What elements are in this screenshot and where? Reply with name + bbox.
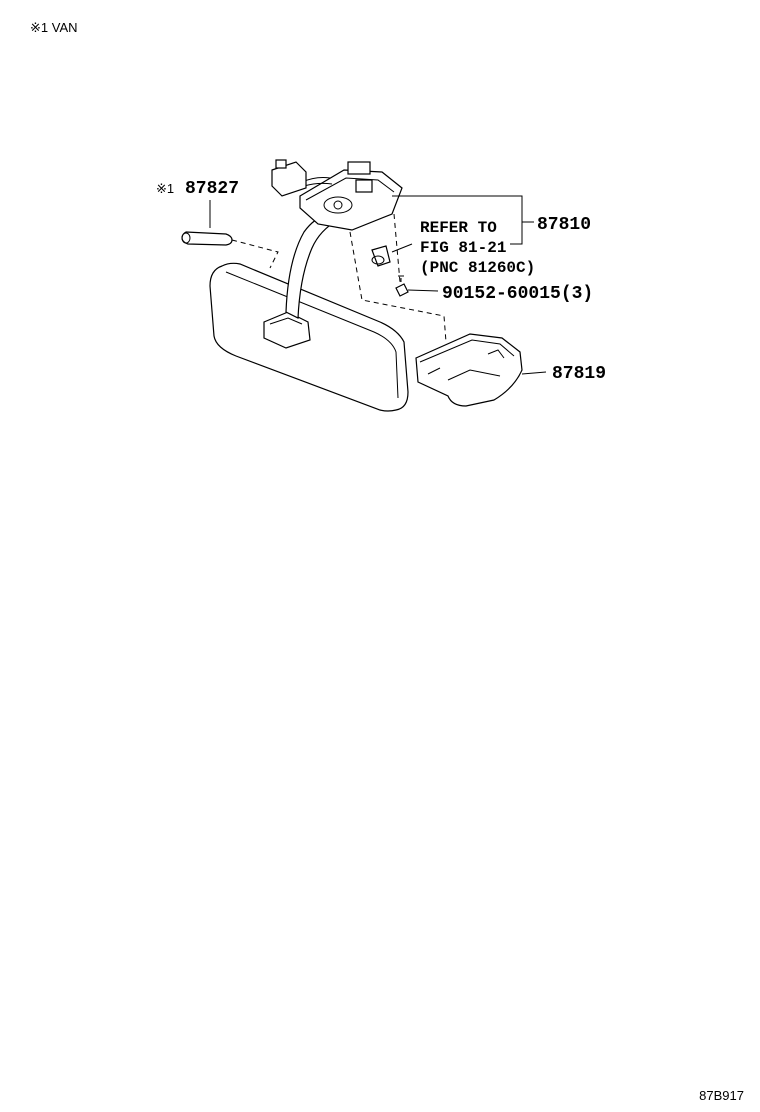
refer-line-2: FIG 81-21: [420, 239, 506, 257]
dash-cover: [349, 231, 447, 343]
illustration-code: 87B917: [699, 1088, 744, 1103]
label-90152: 90152-60015(3): [442, 284, 593, 304]
van-footnote: ※1 VAN: [30, 20, 78, 35]
rear-view-mirror: [209, 262, 409, 412]
label-87819: 87819: [552, 364, 606, 384]
mirror-base-bracket: [271, 159, 403, 231]
dash-screw: [393, 213, 401, 283]
leader-87810: [392, 195, 523, 245]
leader-screw: [407, 289, 439, 292]
pad-87827: [181, 231, 233, 246]
cover-87819: [415, 333, 523, 407]
bulb: [371, 245, 391, 267]
refer-line-1: REFER TO: [420, 219, 497, 237]
label-87827: 87827: [185, 179, 239, 199]
leader-bulb: [391, 243, 413, 253]
screw: [395, 275, 409, 297]
label-87810: 87810: [537, 215, 591, 235]
refer-line-3: (PNC 81260C): [420, 259, 535, 277]
dash-87827: [231, 239, 279, 269]
label-87827-note: ※1: [156, 181, 174, 196]
leader-87819: [521, 371, 547, 375]
